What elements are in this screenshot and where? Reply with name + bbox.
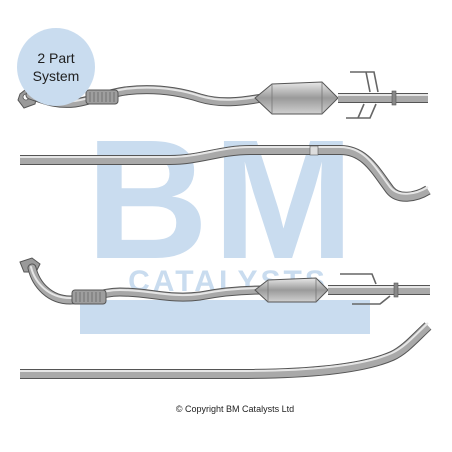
bm-catalysts-watermark: BM CATALYSTS: [80, 105, 370, 334]
copyright-notice: © Copyright BM Catalysts Ltd: [175, 404, 295, 414]
watermark-bar: [80, 300, 370, 334]
rear-pipe-bottom: [20, 322, 432, 379]
front-pipe-with-catalyst-bottom: [19, 257, 430, 305]
watermark-brand: BM: [86, 105, 358, 295]
rear-pipe-top: [20, 145, 431, 202]
two-part-system-badge: 2 Part System: [17, 28, 95, 106]
badge-line-2: System: [32, 68, 80, 84]
badge-line-1: 2 Part: [37, 50, 75, 66]
